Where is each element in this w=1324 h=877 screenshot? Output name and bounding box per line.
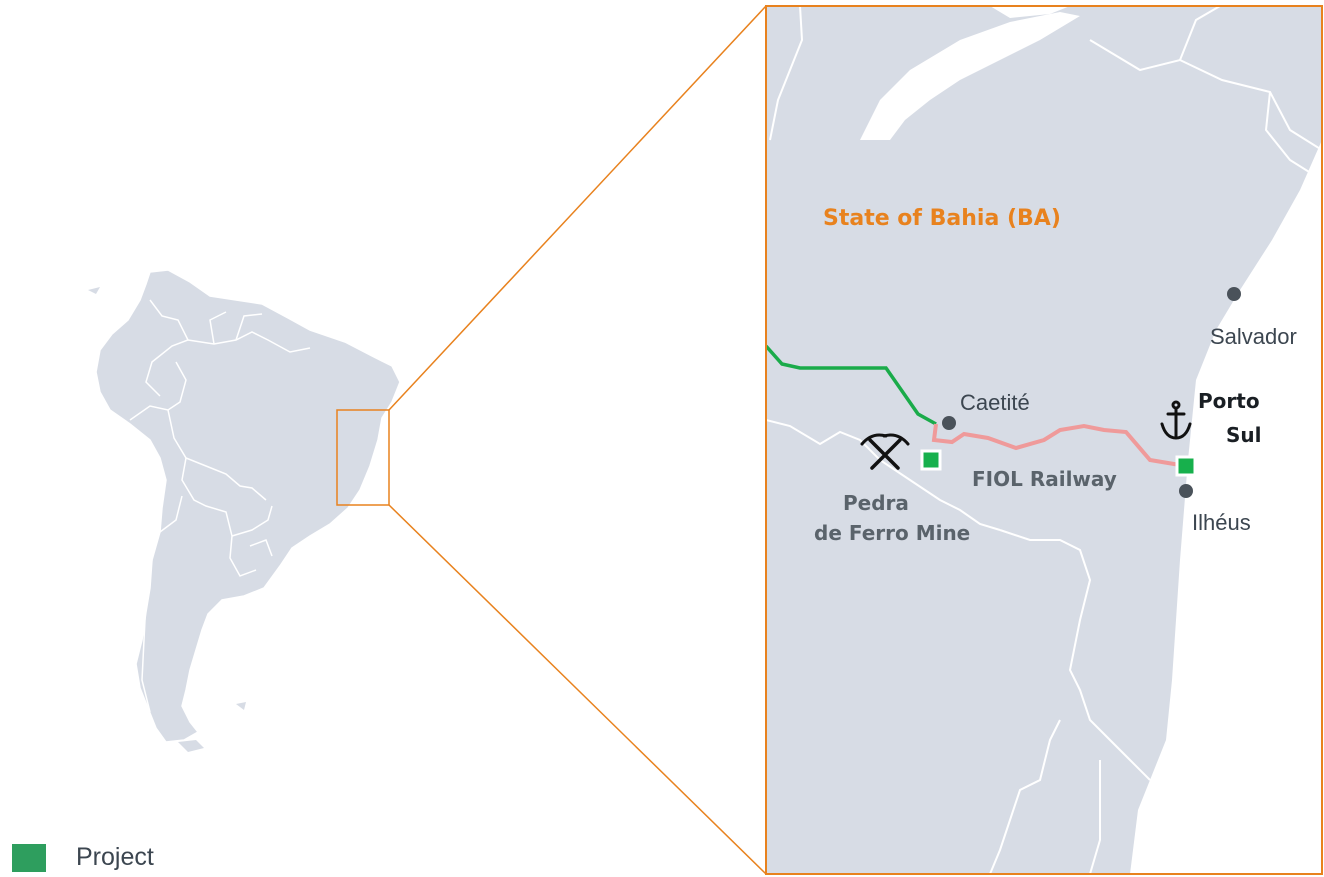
city-label-ilheus: Ilhéus	[1192, 510, 1251, 535]
anchor-icon	[1160, 400, 1192, 440]
city-dot-ilheus	[1179, 484, 1193, 498]
city-dot-salvador	[1227, 287, 1241, 301]
legend-label-project: Project	[76, 843, 154, 871]
city-label-caetite: Caetité	[960, 390, 1030, 415]
inset-frame	[765, 5, 1323, 875]
project-marker-pedra	[920, 449, 942, 471]
existing-railway	[766, 344, 937, 426]
porto-label-line1: Porto	[1198, 389, 1260, 413]
porto-label-line2: Sul	[1226, 423, 1262, 447]
city-label-salvador: Salvador	[1210, 324, 1297, 349]
city-dot-caetite	[942, 416, 956, 430]
highlight-box	[336, 409, 390, 506]
pedra-label-line1: Pedra	[843, 491, 909, 515]
inset-map	[766, 6, 1322, 874]
state-label: State of Bahia (BA)	[823, 206, 1061, 231]
fiol-railway-label: FIOL Railway	[972, 467, 1117, 491]
country-borders	[129, 299, 311, 713]
south-america-map	[88, 269, 401, 752]
project-marker-porto	[1175, 455, 1197, 477]
tierra-del-fuego	[178, 740, 204, 752]
legend-swatch-project	[12, 843, 46, 872]
fiol-railway-line	[931, 423, 1187, 468]
legend: Project	[12, 843, 154, 872]
connector-top	[388, 5, 767, 411]
caribbean-island	[88, 287, 100, 294]
inset-water-top	[990, 6, 1070, 18]
south-america-landmass	[95, 269, 401, 743]
connector-bottom	[388, 504, 767, 875]
pickaxe-icon	[860, 433, 910, 470]
pedra-label-line2: de Ferro Mine	[814, 521, 970, 545]
inset-water-bay	[860, 12, 1080, 140]
falklands	[236, 702, 246, 710]
